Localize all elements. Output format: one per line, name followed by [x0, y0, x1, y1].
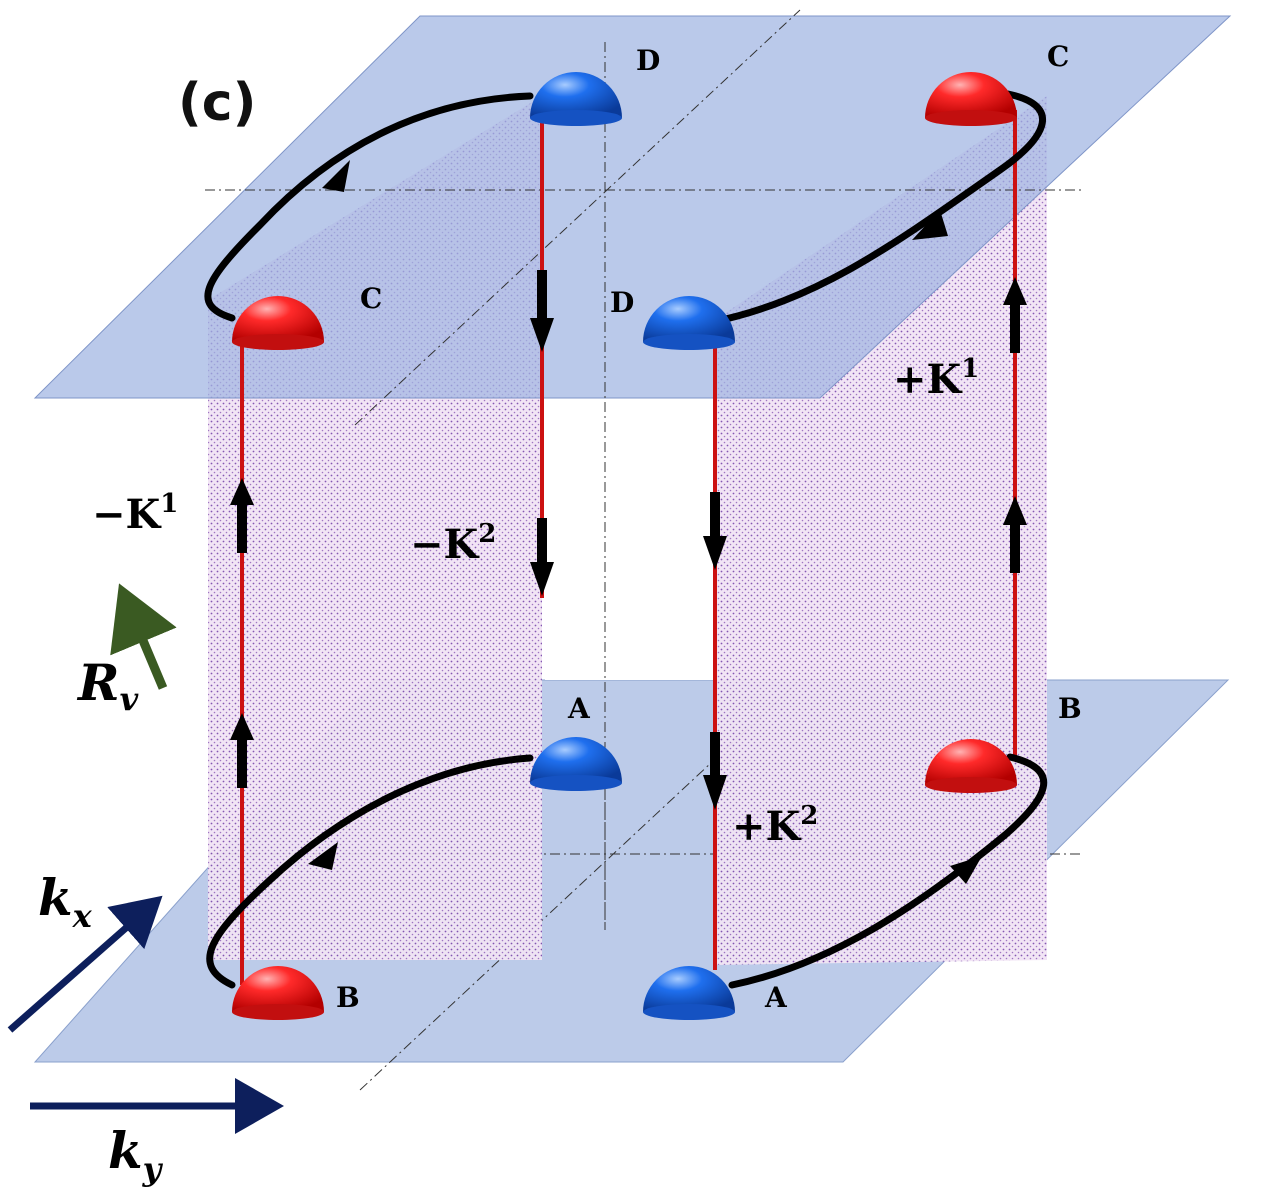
up-arrow: [230, 713, 254, 788]
top-left-curve: [204, 92, 534, 322]
minus-k2-label: −K2: [410, 519, 496, 568]
kx-arrow: [7, 895, 163, 1033]
bottom-right-curve: [728, 753, 1048, 989]
rv-label: Rv: [76, 653, 139, 718]
curve-arrow-head: [950, 856, 982, 884]
down-arrow: [703, 732, 727, 810]
point-label: D: [610, 286, 634, 319]
sheet-gap-white: [545, 398, 713, 680]
ky-label: ky: [108, 1121, 164, 1188]
curve-arrow-head: [308, 842, 338, 870]
point-label: D: [636, 44, 660, 77]
curve-arrow-head: [912, 210, 948, 240]
blue-sphere-top-left: [530, 72, 622, 126]
point-label: A: [567, 692, 591, 725]
point-label: A: [764, 981, 788, 1014]
panel-label: (c): [178, 73, 256, 133]
red-sphere-bottom-left: [232, 966, 324, 1020]
up-arrow: [1003, 496, 1027, 573]
plus-k2-label: +K2: [732, 801, 818, 850]
down-arrow: [703, 492, 727, 570]
red-sphere-bottom-right: [925, 739, 1017, 793]
point-label: C: [1047, 40, 1069, 73]
curve-arrow-head: [322, 160, 350, 192]
plus-k1-label: +K1: [893, 354, 979, 403]
kx-label: kx: [38, 868, 93, 935]
minus-k1-label: −K1: [92, 489, 178, 538]
point-label: C: [360, 282, 382, 315]
down-arrow: [530, 270, 554, 352]
up-arrow: [1003, 277, 1027, 353]
bottom-left-curve: [206, 754, 534, 989]
point-label: B: [336, 981, 360, 1014]
point-label: B: [1058, 692, 1082, 725]
down-arrow: [530, 518, 554, 596]
rv-arrow: [110, 583, 177, 690]
top-guide-diagonal: [354, 9, 801, 426]
top-right-curve: [708, 90, 1047, 326]
up-arrow: [230, 478, 254, 553]
blue-sphere-bottom-right: [643, 966, 735, 1020]
red-sphere-top-right: [925, 72, 1017, 126]
blue-sphere-bottom-left: [530, 737, 622, 791]
red-sphere-top-left: [232, 296, 324, 350]
blue-sphere-top-right: [643, 296, 735, 350]
